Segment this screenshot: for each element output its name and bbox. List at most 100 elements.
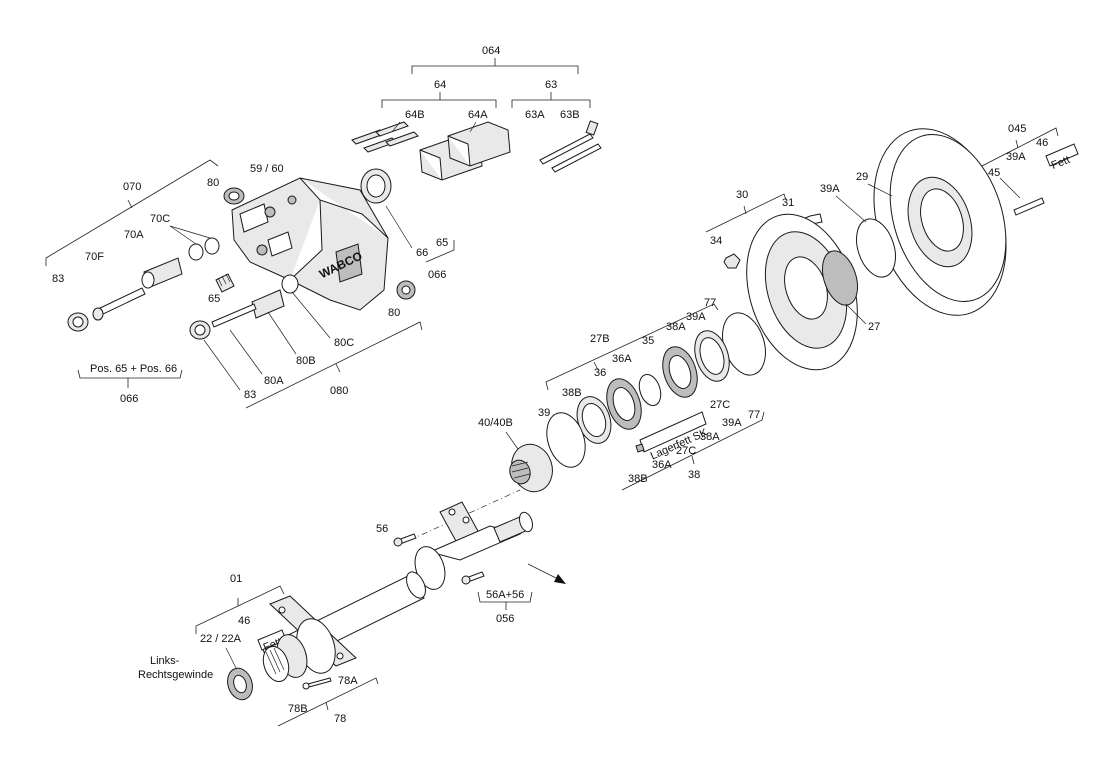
label-27B: 27B (590, 333, 610, 345)
group-01-bracket (195, 585, 285, 634)
axle-nut (227, 667, 253, 701)
label-29: 29 (856, 171, 868, 183)
group-27B-bracket (545, 303, 719, 391)
label-38B-top: 38B (562, 387, 582, 399)
label-27C-top: 27C (710, 399, 730, 411)
group-38-bracket (621, 411, 765, 491)
label-38B-bottom: 38B (628, 473, 648, 485)
label-56: 56 (376, 523, 388, 535)
label-63: 63 (545, 79, 557, 91)
label-45: 45 (988, 167, 1000, 179)
label-70F: 70F (85, 251, 104, 263)
label-78B: 78B (288, 703, 308, 715)
label-64A: 64A (468, 109, 488, 121)
label-34: 34 (710, 235, 722, 247)
label-70C: 70C (150, 213, 170, 225)
group-064-bracket (381, 58, 591, 108)
label-65-left: 65 (208, 293, 220, 305)
brake-pads (419, 121, 511, 181)
guide-sleeves (141, 225, 220, 289)
group-080-bracket (245, 321, 423, 409)
label-77-top: 77 (704, 297, 716, 309)
pad-retaining-pins (539, 120, 602, 173)
group-30-bracket (705, 193, 787, 233)
label-39A-bottom: 39A (722, 417, 742, 429)
caliper-seal-ring (360, 168, 392, 204)
group-070-bracket (45, 159, 219, 266)
brake-disc (873, 128, 1007, 316)
lower-guide-pieces (189, 274, 299, 340)
label-36A-top: 36A (612, 353, 632, 365)
label-39A-ring: 39A (820, 183, 840, 195)
label-38: 38 (688, 469, 700, 481)
label-65-right: 65 (436, 237, 448, 249)
label-066-right: 066 (428, 269, 446, 281)
label-64: 64 (434, 79, 446, 91)
label-70A: 70A (124, 229, 144, 241)
axle-end-flange (262, 595, 357, 683)
label-35: 35 (642, 335, 654, 347)
label-46-left: 46 (238, 615, 250, 627)
pad-spring-clips (351, 121, 419, 153)
label-070: 070 (123, 181, 141, 193)
label-66: 66 (416, 247, 428, 259)
axle-flange-right (414, 501, 533, 590)
bearing-stack (546, 312, 766, 468)
label-38A-bottom: 38A (700, 431, 720, 443)
boot-top (223, 187, 245, 205)
label-064: 064 (482, 45, 500, 57)
guide-pin (92, 287, 146, 321)
label-77-bottom: 77 (748, 409, 760, 421)
label-066-left: 066 (120, 393, 138, 405)
group-78-bracket (277, 677, 379, 727)
label-78: 78 (334, 713, 346, 725)
label-39: 39 (538, 407, 550, 419)
label-39A-mid: 39A (686, 311, 706, 323)
seal-ring-39A (856, 218, 896, 278)
label-36: 36 (594, 367, 606, 379)
centre-axis-line (409, 489, 521, 541)
label-80B: 80B (296, 355, 316, 367)
label-27C-bottom: 27C (676, 445, 696, 457)
label-22-22A: 22 / 22A (200, 633, 242, 645)
label-38A-top: 38A (666, 321, 686, 333)
caliper-housing: WABCO (231, 177, 389, 311)
label-pos-65-66: Pos. 65 + Pos. 66 (90, 363, 177, 375)
grease-tag-right: Fett (1045, 143, 1079, 172)
label-56A-56: 56A+56 (486, 589, 524, 601)
label-59-60: 59 / 60 (250, 163, 284, 175)
label-80A: 80A (264, 375, 284, 387)
small-bolt-56 (393, 533, 417, 547)
label-080: 080 (330, 385, 348, 397)
label-83-bottom: 83 (244, 389, 256, 401)
group-045-bracket (977, 127, 1059, 169)
boot-right (396, 280, 416, 300)
cap-left (67, 312, 89, 332)
wheel-hub (746, 213, 859, 371)
hub-cap (509, 443, 553, 493)
label-31: 31 (782, 197, 794, 209)
label-80C: 80C (334, 337, 354, 349)
small-bolt-56A (461, 571, 485, 585)
label-056: 056 (496, 613, 514, 625)
label-64B: 64B (405, 109, 425, 121)
wheel-bolt (1013, 197, 1045, 216)
label-80-right: 80 (388, 307, 400, 319)
label-83-left: 83 (52, 273, 64, 285)
grease-tag-bearing: Lagerfett SK (635, 411, 710, 462)
label-39A-top: 39A (1006, 151, 1026, 163)
label-01: 01 (230, 573, 242, 585)
adjuster-spring (215, 273, 235, 293)
label-27: 27 (868, 321, 880, 333)
split-pin (302, 677, 332, 690)
label-46-right: 46 (1036, 137, 1048, 149)
label-80-top: 80 (207, 177, 219, 189)
label-78A: 78A (338, 675, 358, 687)
label-63B: 63B (560, 109, 580, 121)
label-40-40B: 40/40B (478, 417, 513, 429)
label-63A: 63A (525, 109, 545, 121)
label-045: 045 (1008, 123, 1026, 135)
label-30: 30 (736, 189, 748, 201)
label-36A-bottom: 36A (652, 459, 672, 471)
